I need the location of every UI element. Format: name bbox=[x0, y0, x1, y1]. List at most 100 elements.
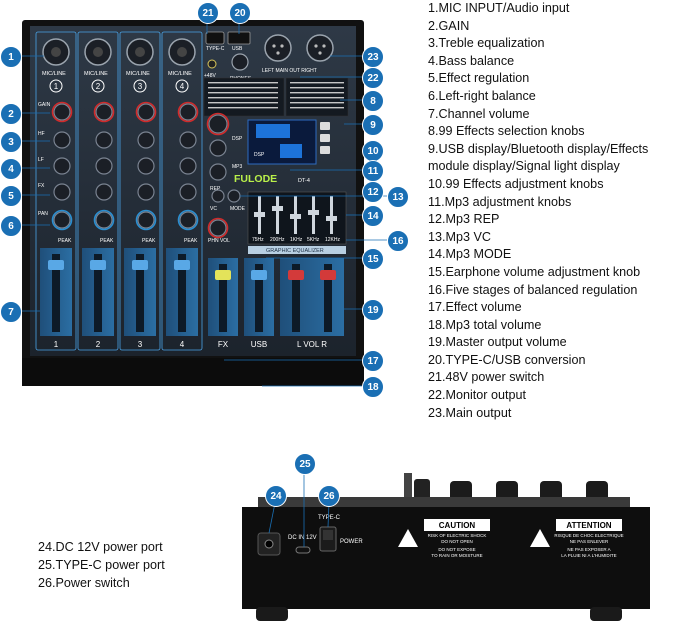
vc-label: VC bbox=[210, 206, 217, 212]
attention-line-2: NE PAS ENLEVER bbox=[570, 539, 609, 544]
mic-line-inputs bbox=[42, 38, 196, 66]
callout-25: 25 bbox=[294, 453, 316, 475]
callout-8: 8 bbox=[362, 90, 384, 112]
rear-feature-item: 25.TYPE-C power port bbox=[38, 558, 165, 572]
mp3-adjust-knob bbox=[209, 163, 227, 181]
callout-18: 18 bbox=[362, 376, 384, 398]
strip-2 bbox=[77, 31, 119, 351]
mp3-vc-button bbox=[227, 189, 241, 203]
feature-item: 14.Mp3 MODE bbox=[428, 247, 512, 262]
rear-feature-legend: 24.DC 12V power port 25.TYPE-C power por… bbox=[38, 538, 165, 592]
peak-label-3: PEAK bbox=[142, 238, 156, 244]
peak-label-2: PEAK bbox=[100, 238, 114, 244]
callout-21: 21 bbox=[197, 2, 219, 24]
feature-item: 8.99 Effects selection knobs bbox=[428, 124, 585, 139]
callout-15: 15 bbox=[362, 248, 384, 270]
fx-label: FX bbox=[38, 183, 45, 189]
lf-knobs bbox=[53, 157, 197, 175]
feature-item: 6.Left-right balance bbox=[428, 88, 536, 103]
caution-line-2: DO NOT OPEN bbox=[441, 539, 472, 544]
mp3-knob-label: MP3 bbox=[232, 164, 243, 170]
callout-24: 24 bbox=[265, 485, 287, 507]
feature-item: 23.Main output bbox=[428, 405, 512, 420]
feature-item: 12.Mp3 REP bbox=[428, 212, 500, 227]
callout-7: 7 bbox=[0, 301, 22, 323]
gain-label: GAIN bbox=[38, 102, 51, 108]
lcd-dsp-label: DSP bbox=[254, 152, 265, 158]
gain-knobs bbox=[51, 101, 199, 123]
dc-label: DC IN 12V bbox=[288, 535, 317, 541]
hf-knobs bbox=[53, 131, 197, 149]
rear-type-c-label: TYPE-C bbox=[318, 515, 341, 521]
mic-line-label-4: MIC/LINE bbox=[168, 71, 192, 77]
rear-feature-item: 24.DC 12V power port bbox=[38, 540, 163, 554]
warning-icon-2 bbox=[530, 529, 550, 547]
strip-4 bbox=[161, 31, 203, 351]
graphic-eq-title-bar bbox=[248, 246, 346, 254]
callout-9: 9 bbox=[362, 114, 384, 136]
mic-line-label-2: MIC/LINE bbox=[84, 71, 108, 77]
callout-23: 23 bbox=[362, 46, 384, 68]
callout-22: 22 bbox=[362, 67, 384, 89]
feature-item: 3.Treble equalization bbox=[428, 36, 545, 51]
model-name: DT-4 bbox=[298, 178, 310, 184]
master-fader bbox=[280, 258, 344, 336]
phones-jack bbox=[231, 53, 249, 71]
type-c-usb-ports bbox=[205, 31, 251, 71]
eq-band-3: 1KHz bbox=[290, 237, 303, 243]
caution-line-1: RISK OF ELECTRIC SHOCK bbox=[428, 533, 487, 538]
fader-label-1: 1 bbox=[54, 340, 59, 349]
type-c-label: TYPE-C bbox=[206, 46, 225, 52]
callout-16: 16 bbox=[387, 230, 409, 252]
phn-vol-label: PHN VOL bbox=[208, 238, 230, 244]
callout-13: 13 bbox=[387, 186, 409, 208]
hf-label: HF bbox=[38, 131, 45, 137]
callout-19: 19 bbox=[362, 299, 384, 321]
callout-10: 10 bbox=[362, 140, 384, 162]
feature-item: 2.GAIN bbox=[428, 18, 470, 33]
fader-label-3: 3 bbox=[138, 340, 143, 349]
channel-number-1: 1 bbox=[54, 82, 59, 91]
main-out-label: LEFT MAIN OUT RIGHT bbox=[262, 68, 317, 74]
strip-3 bbox=[119, 31, 161, 351]
graphic-eq-title: GRAPHIC EQUALIZER bbox=[266, 248, 324, 254]
channel-strips bbox=[35, 31, 203, 351]
rep-label: REP bbox=[210, 186, 221, 192]
fader-label-fx: FX bbox=[218, 340, 229, 349]
channel-faders bbox=[40, 248, 198, 336]
fader-label-usb: USB bbox=[251, 340, 267, 349]
feature-item: 19.Master output volume bbox=[428, 335, 567, 350]
output-faders bbox=[208, 258, 344, 336]
power-label: POWER bbox=[340, 539, 363, 545]
channel-number-4: 4 bbox=[180, 82, 185, 91]
caution-line-4: TO RAIN OR MOISTURE bbox=[431, 553, 482, 558]
dsp-knob-label: DSP bbox=[232, 136, 243, 142]
usb-label: USB bbox=[232, 46, 243, 52]
mode-label: MODE bbox=[230, 206, 246, 212]
rear-foot-right bbox=[590, 607, 622, 621]
attention-line-1: RISQUE DE CHOC ELECTRIQUE bbox=[554, 533, 623, 538]
effects-select-knob bbox=[208, 114, 228, 134]
mixer-front-illustration: MIC/LINE MIC/LINE MIC/LINE MIC/LINE 1 2 … bbox=[22, 20, 364, 386]
feature-item: 7.Channel volume bbox=[428, 106, 530, 121]
feature-item: 4.Bass balance bbox=[428, 53, 515, 68]
main-out-jacks bbox=[264, 34, 334, 62]
callout-14: 14 bbox=[362, 205, 384, 227]
caution-line-3: DO NOT EXPOSE bbox=[438, 547, 475, 552]
feature-item: 5.Effect regulation bbox=[428, 71, 530, 86]
mic-line-label-1: MIC/LINE bbox=[42, 71, 66, 77]
feature-item: 20.TYPE-C/USB conversion bbox=[428, 352, 586, 367]
rear-foot-left bbox=[256, 607, 288, 621]
lf-label: LF bbox=[38, 157, 44, 163]
eq-band-5: 12KHz bbox=[325, 237, 341, 243]
effects-adjust-knob bbox=[209, 139, 227, 157]
pan-label: PAN bbox=[38, 211, 48, 217]
feature-item: 15.Earphone volume adjustment knob bbox=[428, 264, 641, 279]
attention-line-3: NE PAS EXPOSER A bbox=[567, 547, 610, 552]
lcd-mode-readout bbox=[256, 124, 290, 138]
fader-label-2: 2 bbox=[96, 340, 101, 349]
feature-item: 22.Monitor output bbox=[428, 388, 527, 403]
rear-feature-item: 26.Power switch bbox=[38, 576, 130, 590]
feature-item: 16.Five stages of balanced regulation bbox=[428, 282, 638, 297]
rear-type-c-port bbox=[295, 546, 311, 554]
